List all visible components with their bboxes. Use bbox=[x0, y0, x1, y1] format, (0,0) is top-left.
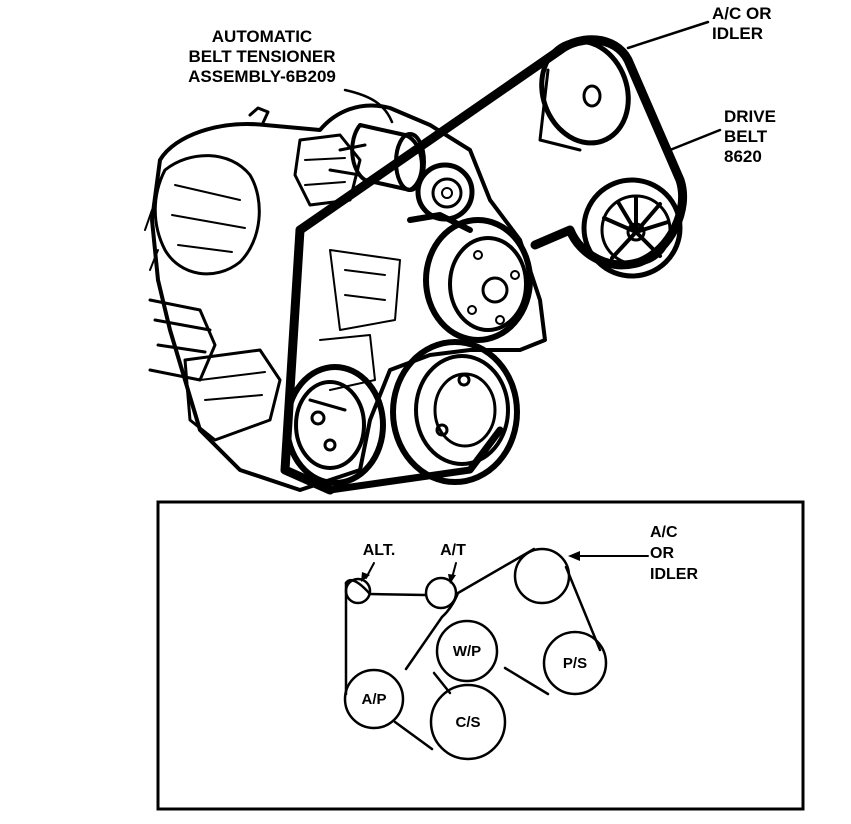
wp-pulley-illustration bbox=[423, 217, 533, 343]
ac-idler-label-line1: A/C OR bbox=[712, 4, 772, 23]
ap-pulley-illustration bbox=[284, 364, 386, 486]
drive-belt-leader bbox=[668, 128, 722, 152]
alt-label: ALT. bbox=[363, 542, 396, 559]
ac-idler-pulley bbox=[538, 38, 631, 152]
ac-idler-diagram-label-line3: IDLER bbox=[650, 566, 698, 583]
at-arrowhead bbox=[448, 574, 456, 584]
routing-diagram-frame bbox=[156, 500, 805, 811]
cs-pulley-illustration bbox=[390, 339, 520, 485]
drive-belt-label-line1: DRIVE bbox=[724, 107, 776, 126]
wp-label: W/P bbox=[453, 643, 481, 660]
ps-pulley bbox=[542, 630, 608, 696]
at-label: A/T bbox=[440, 542, 466, 559]
ac-idler-label-line2: IDLER bbox=[712, 24, 763, 43]
tensioner-label-line1: AUTOMATIC bbox=[212, 27, 312, 46]
ac-idler-callout: A/C OR IDLER bbox=[712, 4, 772, 43]
engine-illustration bbox=[144, 20, 722, 495]
tensioner-leader bbox=[343, 88, 394, 124]
cs-pulley bbox=[429, 683, 507, 761]
drive-belt-callout: DRIVE BELT 8620 bbox=[724, 107, 776, 166]
ac-idler-leader bbox=[626, 20, 710, 50]
drive-belt-label-line2: BELT bbox=[724, 127, 768, 146]
alt-pulley bbox=[344, 577, 372, 605]
ac-idler-pulley-diagram bbox=[513, 547, 571, 605]
ac-idler-diagram-label-line2: OR bbox=[650, 545, 674, 562]
ps-pulley-illustration bbox=[581, 177, 683, 279]
ap-pulley bbox=[343, 668, 405, 730]
belt-routing-diagram: ALT. A/T A/C OR IDLER W/P P/S A/P C/S bbox=[156, 500, 805, 811]
ps-label: P/S bbox=[563, 655, 587, 672]
tensioner-callout: AUTOMATIC BELT TENSIONER ASSEMBLY-6B209 bbox=[188, 27, 336, 86]
tensioner-illustration bbox=[328, 123, 475, 222]
wp-pulley bbox=[435, 619, 499, 683]
drive-belt-label-line3: 8620 bbox=[724, 147, 762, 166]
cs-label: C/S bbox=[455, 714, 480, 731]
tensioner-label-line3: ASSEMBLY-6B209 bbox=[188, 67, 336, 86]
ac-idler-arrowhead bbox=[568, 551, 580, 561]
alt-arrowhead bbox=[361, 572, 370, 582]
ac-idler-diagram-label-line1: A/C bbox=[650, 524, 678, 541]
at-pulley bbox=[424, 576, 458, 610]
tensioner-label-line2: BELT TENSIONER bbox=[188, 47, 335, 66]
ap-label: A/P bbox=[361, 691, 386, 708]
